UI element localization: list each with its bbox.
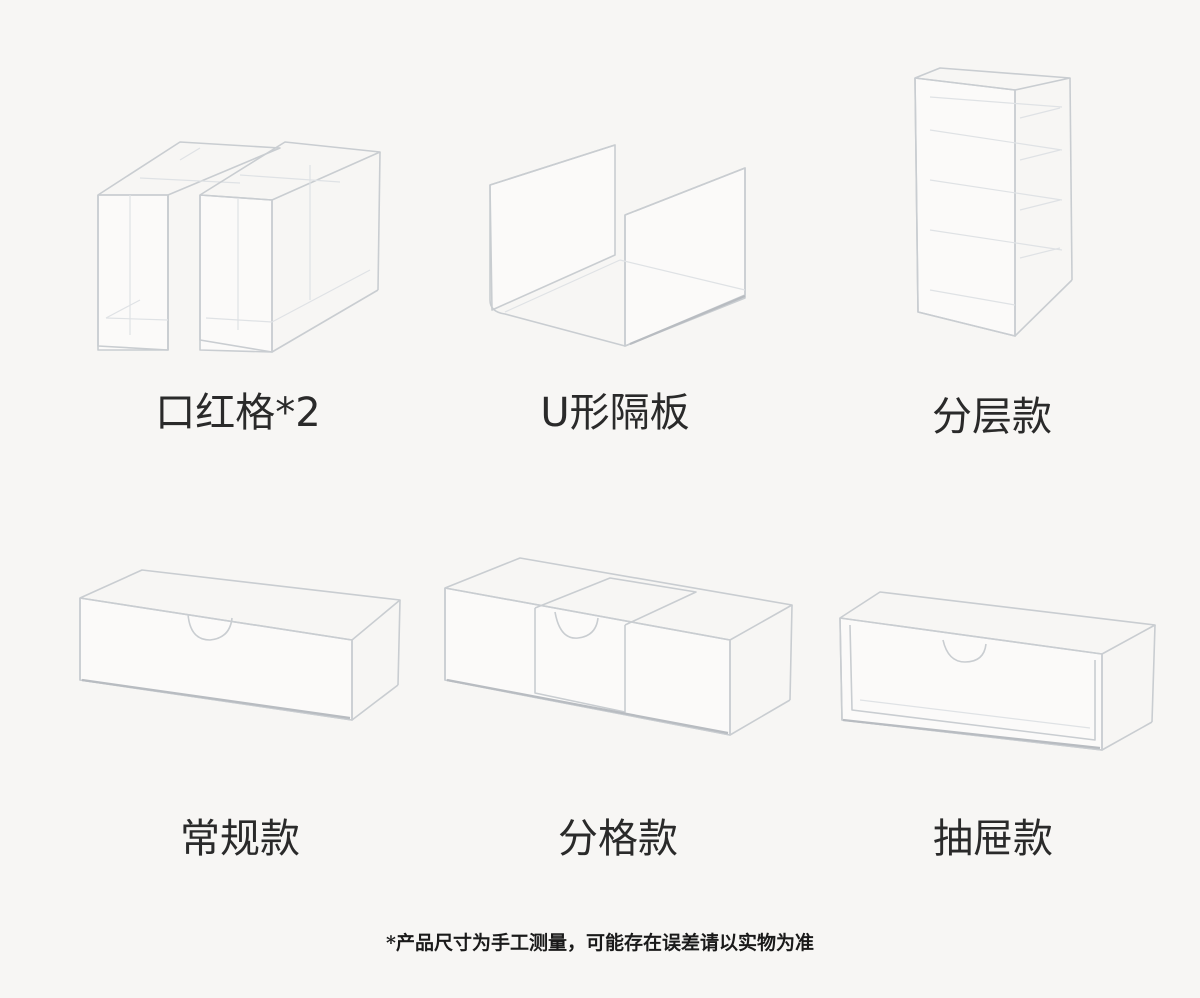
product-label: 抽屉款 <box>933 816 1053 862</box>
product-label: 常规款 <box>180 816 300 862</box>
tiered-shelf-organizer-image <box>914 67 1073 337</box>
drawer-box-image <box>839 591 1156 751</box>
product-label: 口红格*2 <box>155 390 321 436</box>
lipstick-grid-organizer-image <box>97 141 381 353</box>
u-shaped-divider-image <box>489 144 746 347</box>
footnote: *产品尺寸为手工测量，可能存在误差请以实物为准 <box>386 932 814 954</box>
compartment-box-image <box>444 557 793 736</box>
product-label: 分格款 <box>558 816 678 862</box>
regular-box-image <box>79 569 401 721</box>
product-label: U形隔板 <box>540 390 690 436</box>
product-label: 分层款 <box>932 394 1052 440</box>
